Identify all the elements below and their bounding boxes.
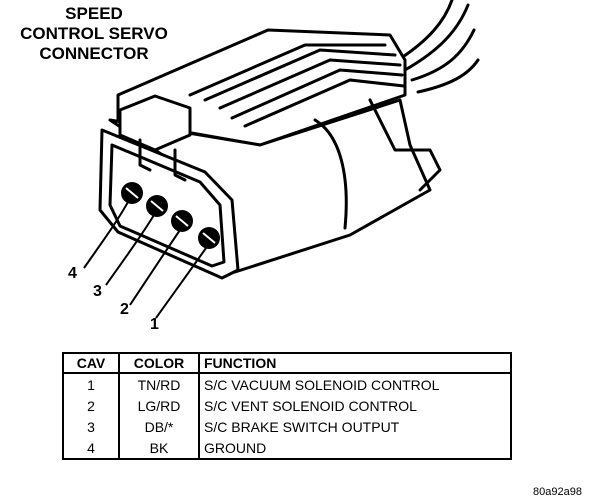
terminals xyxy=(121,182,220,249)
table-row: 1 TN/RD S/C VACUUM SOLENOID CONTROL xyxy=(62,373,512,395)
latch xyxy=(118,94,192,152)
cell-function: GROUND xyxy=(198,437,512,460)
pin-label-2: 2 xyxy=(120,301,129,318)
cell-cav: 1 xyxy=(62,373,120,395)
title-line-3: CONNECTOR xyxy=(39,44,149,63)
cell-cav: 4 xyxy=(62,437,120,460)
header-function: FUNCTION xyxy=(198,352,512,374)
pin-label-3: 3 xyxy=(93,283,102,300)
diagram-title: SPEED CONTROL SERVO CONNECTOR xyxy=(4,4,184,64)
pin-table-header: CAV COLOR FUNCTION xyxy=(62,352,512,374)
cell-function: S/C VACUUM SOLENOID CONTROL xyxy=(198,373,512,395)
wire-bundle xyxy=(393,0,480,94)
cell-color: DB/* xyxy=(118,416,200,437)
table-row: 2 LG/RD S/C VENT SOLENOID CONTROL xyxy=(62,395,512,416)
cell-color: BK xyxy=(118,437,200,460)
cell-function: S/C VENT SOLENOID CONTROL xyxy=(198,395,512,416)
cell-color: TN/RD xyxy=(118,373,200,395)
header-cav: CAV xyxy=(62,352,120,374)
pin-label-4: 4 xyxy=(68,265,77,282)
figure-id: 80a92a98 xyxy=(533,486,582,498)
cell-color: LG/RD xyxy=(118,395,200,416)
cell-cav: 3 xyxy=(62,416,120,437)
table-row: 4 BK GROUND xyxy=(62,437,512,460)
title-line-1: SPEED xyxy=(65,4,123,23)
cell-cav: 2 xyxy=(62,395,120,416)
leader-lines xyxy=(83,201,207,319)
title-line-2: CONTROL SERVO xyxy=(20,24,168,43)
pin-table: CAV COLOR FUNCTION 1 TN/RD S/C VACUUM SO… xyxy=(62,352,512,460)
cell-function: S/C BRAKE SWITCH OUTPUT xyxy=(198,416,512,437)
pin-label-1: 1 xyxy=(150,316,159,333)
header-color: COLOR xyxy=(118,352,200,374)
table-row: 3 DB/* S/C BRAKE SWITCH OUTPUT xyxy=(62,416,512,437)
